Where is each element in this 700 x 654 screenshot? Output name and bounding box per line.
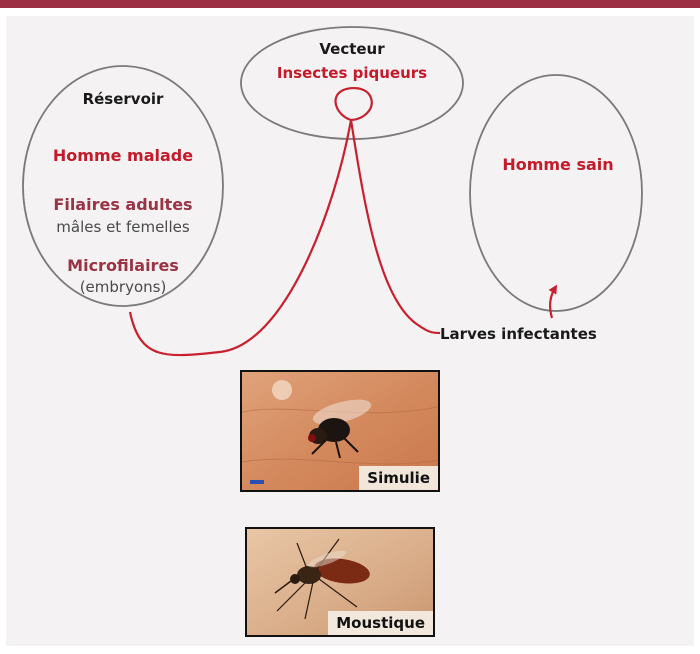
blackfly-photo: Simulie (240, 370, 440, 492)
healthy-circle (470, 75, 642, 311)
sick-human-label: Homme malade (48, 146, 198, 165)
mosquito-photo: Moustique (245, 527, 435, 637)
biting-insects-label: Insectes piqueurs (262, 64, 442, 82)
blackfly-caption: Simulie (359, 466, 438, 490)
microfilariae-note: (embryons) (60, 278, 186, 296)
infection-arrow (550, 288, 555, 318)
mosquito-caption: Moustique (328, 611, 433, 635)
microfilariae-label: Microfilaires (50, 256, 196, 275)
vector-title: Vecteur (300, 40, 404, 58)
adult-filariae-label: Filaires adultes (40, 195, 206, 214)
adult-filariae-note: mâles et femelles (36, 218, 210, 236)
infective-larvae-label: Larves infectantes (440, 325, 616, 343)
healthy-human-label: Homme sain (498, 155, 618, 174)
reservoir-title: Réservoir (58, 90, 188, 108)
